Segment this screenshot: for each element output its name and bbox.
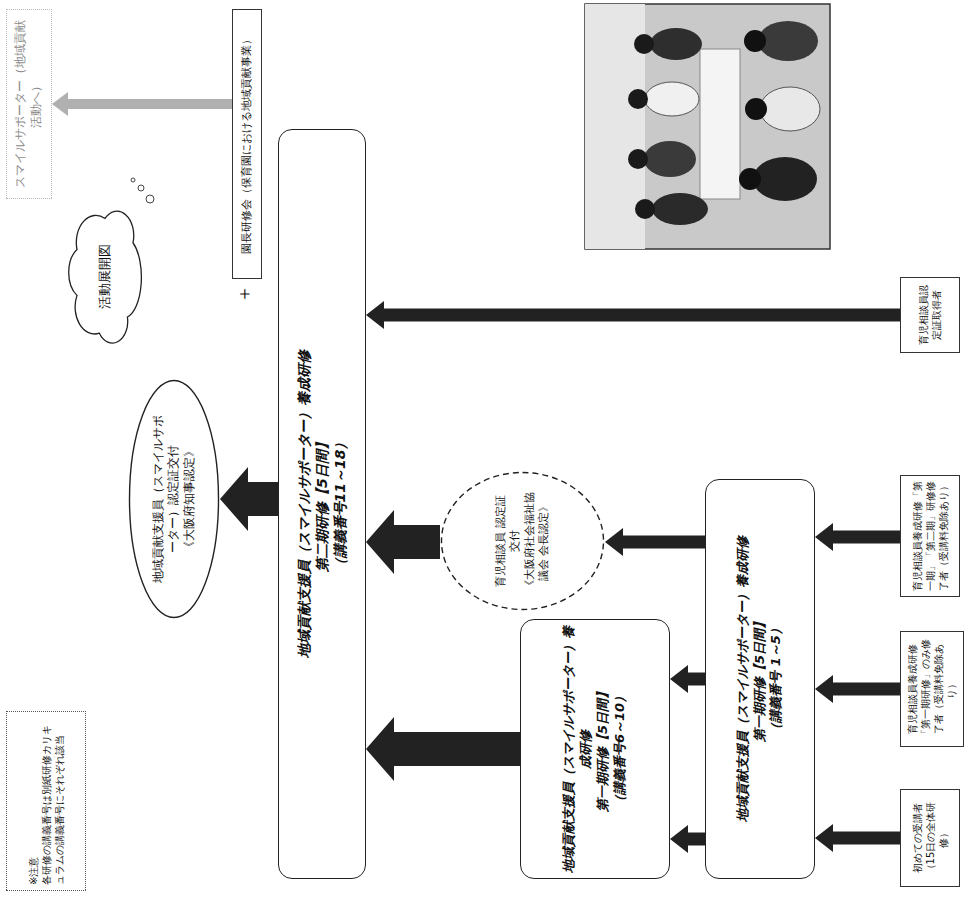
photo-person <box>758 21 818 61</box>
node-text: ※注意 <box>27 717 40 885</box>
certificate-ellipse: 地域貢献支援員（スマイルサポーター）認定証交付《大阪府知事認定》 <box>128 379 220 619</box>
process-box: 園長研修会（保育園における地域貢献事業） <box>232 9 262 279</box>
node-text-group: 地域貢献支援員（スマイルサポーター）養成研修第一期研修【5日間】（講義番号 1～… <box>735 485 786 873</box>
node-text: 地域貢献支援員（スマイルサポーター）養成研修 <box>295 135 313 873</box>
node-text: （講義番号6～10） <box>612 625 629 873</box>
photo-person <box>644 141 696 177</box>
node-text: 第二期研修【5日間】 <box>313 135 331 873</box>
node-text-group: 地域貢献支援員（スマイルサポーター）養成研修第一期研修【5日間】（講義番号6～1… <box>561 625 629 873</box>
node-text-group: 育児相談員 認定証交付《大阪府社会福祉協議会 会長認定》 <box>494 491 551 592</box>
node-text-group: 園長研修会（保育園における地域貢献事業） <box>240 15 254 273</box>
photo-person <box>753 157 817 201</box>
node-text-group: スマイルサポーター（地域貢献活動へ） <box>13 15 44 193</box>
bubble <box>131 178 135 182</box>
photo-person <box>745 98 767 120</box>
entry-box: 育児相談員養成研修「第一期研修」のみ修了者（受講料免除あり） <box>900 631 964 747</box>
node-text: （講義番号 1～5） <box>768 485 785 873</box>
training-band: 地域貢献支援員（スマイルサポーター）養成研修第二期研修【5日間】（講義番号11～… <box>278 129 366 879</box>
node-text: 育児相談員 認定証交付 <box>494 491 523 592</box>
flow-arrow <box>833 683 900 696</box>
node-text: 地域貢献支援員（スマイルサポーター）養成研修 <box>735 485 752 873</box>
node-text-group: 地域貢献支援員（スマイルサポーター）養成研修第二期研修【5日間】（講義番号11～… <box>295 135 350 873</box>
photo-person <box>628 149 648 169</box>
bubble <box>146 195 154 203</box>
flow-arrow <box>833 531 900 544</box>
flow-arrow <box>394 525 440 559</box>
node-text: 《大阪府社会福祉協議会 会長認定》 <box>523 491 552 592</box>
photo-person <box>760 87 820 131</box>
flow-arrow <box>384 309 900 322</box>
node-text: 《大阪府知事認定》 <box>182 413 198 586</box>
node-text: 各研修の講義番号は別紙研修カリキュラムの講義番号にそれぞれ該当 <box>40 717 66 885</box>
cloud-shape <box>69 211 142 343</box>
node-text: 園長研修会（保育園における地域貢献事業） <box>240 15 254 273</box>
photo-person <box>739 168 761 190</box>
faded-box: スマイルサポーター（地域貢献活動へ） <box>6 9 52 199</box>
flow-arrow <box>623 536 705 549</box>
certificate-ellipse: 育児相談員 認定証交付《大阪府社会福祉協議会 会長認定》 <box>440 471 605 611</box>
flow-arrow <box>394 732 520 766</box>
node-text: 育児相談員養成研修「第一期」「第二期」研修修了者（受講料免除あり） <box>911 481 950 591</box>
photo-frame <box>585 4 830 249</box>
node-text: 育児相談員認定証取得者 <box>917 283 943 347</box>
photo-person <box>628 89 648 109</box>
flow-arrow <box>68 99 232 109</box>
node-text-group: 育児相談員認定証取得者 <box>917 283 943 347</box>
photo <box>585 4 830 249</box>
node-text-group: 活動展開図 <box>97 235 114 319</box>
node-text: 活動展開図 <box>97 235 114 319</box>
flow-arrow <box>688 833 705 846</box>
node-text: 育児相談員養成研修「第一期研修」のみ修了者（受講料免除あり） <box>906 637 958 741</box>
photo-person <box>652 193 708 225</box>
entry-box: 育児相談員養成研修「第一期」「第二期」研修修了者（受講料免除あり） <box>900 475 960 597</box>
node-text: 初めての受講者（15日の全体研修） <box>911 795 950 881</box>
note-box: ※注意各研修の講義番号は別紙研修カリキュラムの講義番号にそれぞれ該当 <box>6 711 86 891</box>
plus-sign: ＋ <box>232 285 256 303</box>
thought-cloud: 活動展開図 <box>70 209 140 344</box>
node-text-group: 初めての受講者（15日の全体研修） <box>911 795 950 881</box>
entry-box: 育児相談員認定証取得者 <box>900 277 960 353</box>
photo-person <box>650 28 702 60</box>
node-text: スマイルサポーター（地域貢献活動へ） <box>13 15 44 193</box>
training-band: 地域貢献支援員（スマイルサポーター）養成研修第一期研修【5日間】（講義番号6～1… <box>520 619 670 879</box>
flow-arrow <box>688 673 705 686</box>
entry-box: 初めての受講者（15日の全体研修） <box>900 789 960 887</box>
node-text: 地域貢献支援員（スマイルサポーター）認定証交付 <box>151 413 182 586</box>
node-text: 第一期研修【5日間】 <box>752 485 769 873</box>
node-text-group: 育児相談員養成研修「第一期研修」のみ修了者（受講料免除あり） <box>906 637 958 741</box>
photo-person <box>645 82 699 116</box>
photo-person <box>635 199 655 219</box>
flow-arrow <box>833 832 900 845</box>
thought-bubbles <box>131 178 154 203</box>
bubble <box>138 185 144 191</box>
training-band: 地域貢献支援員（スマイルサポーター）養成研修第一期研修【5日間】（講義番号 1～… <box>705 479 815 879</box>
node-text-group: ※注意各研修の講義番号は別紙研修カリキュラムの講義番号にそれぞれ該当 <box>27 717 66 885</box>
node-text: 地域貢献支援員（スマイルサポーター）養成研修 <box>561 625 595 873</box>
ellipse-shape <box>130 381 219 618</box>
ellipse-shape <box>442 473 604 610</box>
photo-table <box>700 49 740 199</box>
flow-arrow <box>248 482 278 516</box>
photo-person <box>634 34 654 54</box>
photo-person <box>744 30 766 52</box>
node-text-group: 育児相談員養成研修「第一期」「第二期」研修修了者（受講料免除あり） <box>911 481 950 591</box>
node-text: 第一期研修【5日間】 <box>595 625 612 873</box>
node-text: （講義番号11～18） <box>331 135 349 873</box>
node-text-group: 地域貢献支援員（スマイルサポーター）認定証交付《大阪府知事認定》 <box>151 413 198 586</box>
